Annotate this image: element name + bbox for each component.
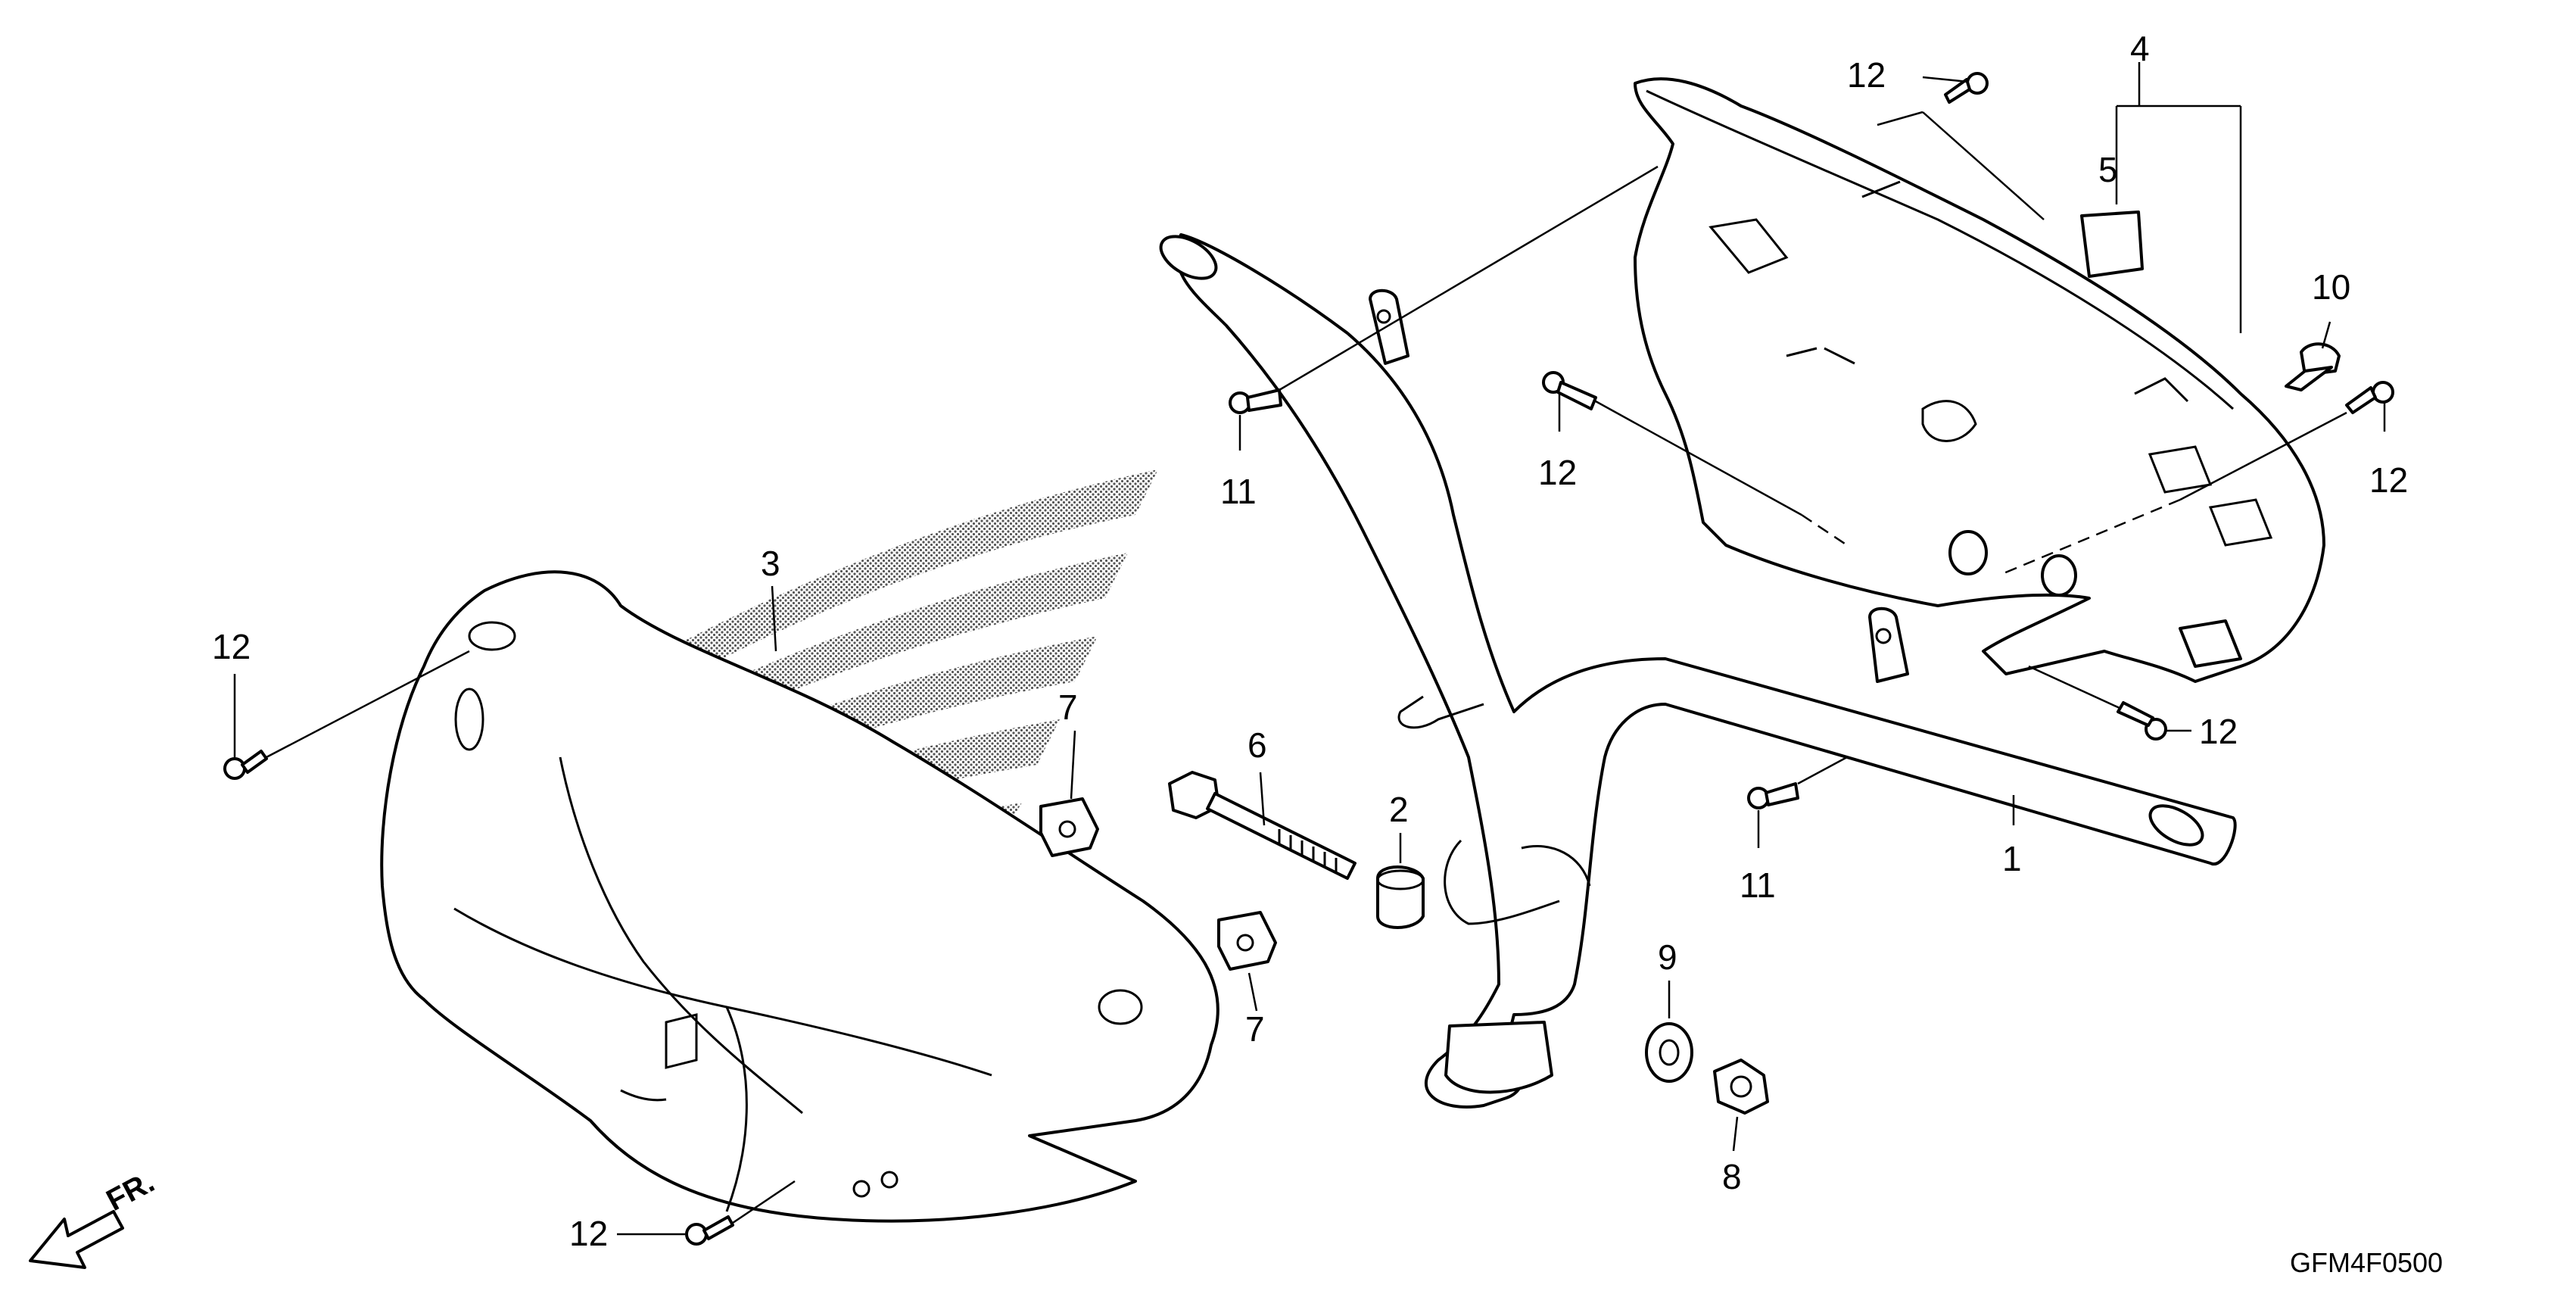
- callout-7-lower: 7: [1245, 1009, 1265, 1049]
- front-direction-label: FR.: [101, 1165, 160, 1218]
- rear-handle-cover: [1634, 77, 2325, 683]
- nut: [1713, 1059, 1769, 1115]
- front-handle-cover: [380, 570, 1219, 1223]
- callout-12-mid: 12: [1538, 453, 1577, 492]
- callout-8: 8: [1722, 1157, 1742, 1196]
- callout-4: 4: [2130, 29, 2150, 68]
- clip-nut-upper: [1039, 797, 1099, 857]
- callout-12-lower-right: 12: [2199, 712, 2238, 751]
- tapping-screw-11-right: [1747, 782, 1799, 809]
- tapping-screw-12-right: [2345, 381, 2394, 414]
- callout-1: 1: [2002, 839, 2022, 878]
- callout-11-right: 11: [1740, 865, 1776, 905]
- special-screw: [2285, 342, 2341, 391]
- callout-11-left: 11: [1220, 472, 1257, 511]
- callout-3: 3: [761, 544, 780, 583]
- tapping-screw-11-left: [1229, 388, 1282, 414]
- tapping-screw-12-bottom: [685, 1215, 734, 1246]
- tapping-screw-12-lower-right: [2117, 701, 2167, 741]
- handlebar-pipe: [1159, 233, 2237, 1109]
- clip-nut-lower: [1217, 911, 1277, 971]
- callout-10: 10: [2312, 267, 2350, 307]
- callout-12-top: 12: [1847, 55, 1886, 95]
- callout-5: 5: [2098, 150, 2118, 189]
- front-direction-arrow: FR.: [29, 1165, 160, 1269]
- cover-plate: [2080, 210, 2144, 278]
- callout-12-right: 12: [2369, 460, 2408, 500]
- callout-7-upper: 7: [1058, 688, 1078, 727]
- collar: [1376, 865, 1425, 929]
- callout-12-left: 12: [212, 627, 251, 666]
- callout-12-bottom: 12: [569, 1214, 608, 1253]
- drawing-code: GFM4F0500: [2290, 1247, 2443, 1278]
- callout-9: 9: [1658, 937, 1677, 977]
- callouts: 12 4 5 10 12 12 11 12 3 12 7 6 2 1 11 9 …: [212, 29, 2408, 1253]
- tapping-screw-12-mid: [1542, 371, 1597, 410]
- washer: [1645, 1022, 1693, 1083]
- tapping-screw-12-top: [1944, 72, 1989, 104]
- callout-6: 6: [1248, 725, 1267, 765]
- leader-lines: [233, 62, 2386, 1236]
- tapping-screw-12-left: [223, 750, 268, 780]
- bolt: [1168, 771, 1357, 880]
- callout-2: 2: [1389, 790, 1409, 829]
